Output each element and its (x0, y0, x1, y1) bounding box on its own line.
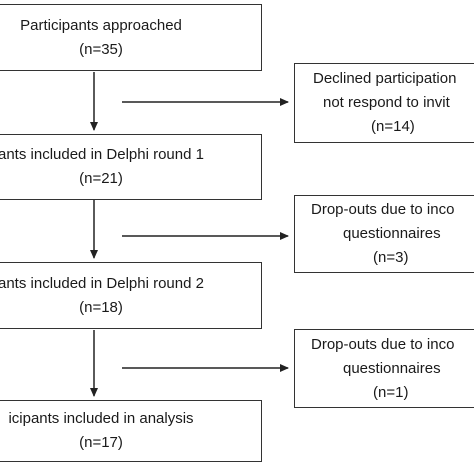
box-delphi-round-2: ants included in Delphi round 2 (n=18) (0, 262, 262, 329)
box-dropouts-round-2-count: (n=1) (373, 383, 409, 401)
box-participants-approached: Participants approached (n=35) (0, 4, 262, 71)
box-dropouts-round-2-line1: Drop-outs due to inco (311, 335, 455, 353)
box-included-in-analysis: icipants included in analysis (n=17) (0, 400, 262, 462)
box-delphi-round-2-count: (n=18) (79, 298, 123, 316)
box-declined-participation-line2: not respond to invit (323, 94, 450, 111)
box-dropouts-round-1-count: (n=3) (373, 249, 409, 266)
box-participants-approached-count: (n=35) (79, 40, 123, 58)
box-delphi-round-1-count: (n=21) (79, 170, 123, 187)
box-declined-participation: Declined participation not respond to in… (294, 63, 474, 143)
box-dropouts-round-2-line2: questionnaires (343, 359, 441, 377)
box-included-in-analysis-count: (n=17) (79, 434, 123, 451)
box-dropouts-round-1-line2: questionnaires (343, 225, 441, 242)
box-dropouts-round-2: Drop-outs due to inco questionnaires (n=… (294, 329, 474, 408)
box-delphi-round-1: ants included in Delphi round 1 (n=21) (0, 134, 262, 200)
box-delphi-round-2-title: ants included in Delphi round 2 (0, 274, 204, 292)
box-delphi-round-1-title: ants included in Delphi round 1 (0, 146, 204, 163)
box-included-in-analysis-title: icipants included in analysis (8, 410, 194, 427)
box-dropouts-round-1: Drop-outs due to inco questionnaires (n=… (294, 195, 474, 273)
box-declined-participation-count: (n=14) (371, 118, 415, 135)
box-participants-approached-title: Participants approached (20, 16, 182, 34)
box-declined-participation-line1: Declined participation (313, 70, 457, 87)
box-dropouts-round-1-line1: Drop-outs due to inco (311, 201, 455, 218)
